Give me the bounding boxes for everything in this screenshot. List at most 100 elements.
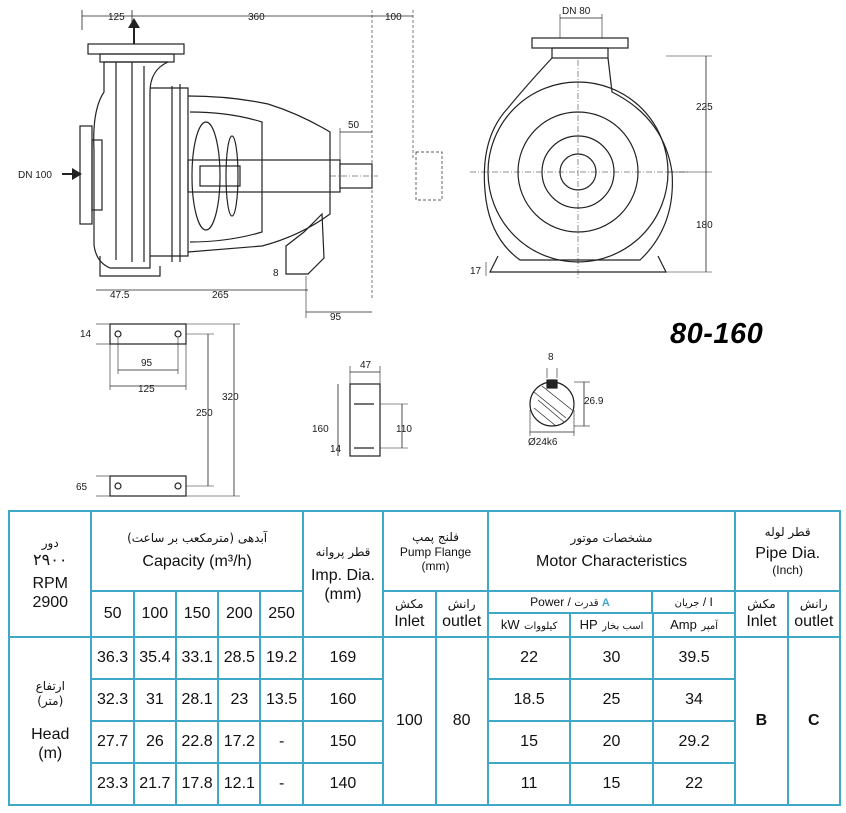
amp-value: 22	[651, 762, 737, 806]
dim-dn100: DN 100	[18, 170, 52, 181]
dim-26-9: 26.9	[584, 396, 604, 407]
hp-value: 25	[569, 678, 654, 722]
pipe-unit: (Inch)	[772, 563, 803, 577]
head-value: 17.2	[217, 720, 262, 764]
speed-fa-num: ۲۹۰۰	[33, 552, 68, 569]
head-value: 28.1	[174, 678, 220, 722]
flange-inlet-header: مکش Inlet	[382, 590, 437, 638]
dim-47-5: 47.5	[110, 290, 130, 301]
head-en: Head	[31, 726, 70, 743]
shaft-section	[529, 368, 590, 436]
flange-en: Pump Flange	[399, 544, 472, 559]
head-value: 23.3	[90, 762, 135, 806]
flange-detail	[337, 366, 408, 457]
flange-header: فلنج پمپ Pump Flange (mm)	[382, 510, 489, 592]
pipe-inlet-value: B	[734, 636, 789, 806]
head-value: -	[259, 762, 304, 806]
motor-header: مشخصات موتور Motor Characteristics	[486, 510, 737, 592]
speed-cell: دور ۲۹۰۰ RPM 2900	[7, 510, 93, 638]
rpm-value: 2900	[32, 594, 69, 611]
head-value: 36.3	[90, 636, 135, 680]
current-fa: جریان	[674, 598, 700, 609]
dim-47: 47	[360, 360, 372, 371]
kw-value: 22	[486, 636, 572, 680]
pipe-inlet-fa: مکش	[747, 597, 776, 611]
motor-fa: مشخصات موتور	[570, 531, 653, 545]
dim-125b: 125	[138, 384, 155, 395]
dim-dn80: DN 80	[562, 6, 591, 17]
imp-en: Imp. Dia.	[310, 566, 375, 584]
hp-en: HP	[579, 617, 598, 632]
head-fa-unit: (متر)	[37, 694, 64, 708]
hp-value: 20	[569, 720, 654, 764]
capacity-col-50: 50	[90, 590, 135, 638]
head-value: 35.4	[132, 636, 177, 680]
dim-250: 250	[196, 408, 213, 419]
capacity-col-250: 250	[259, 590, 304, 638]
dim-8-shaft: 8	[548, 352, 554, 363]
head-value: 19.2	[259, 636, 304, 680]
head-value: 31	[132, 678, 177, 722]
kw-value: 15	[486, 720, 572, 764]
power-sep: /	[567, 595, 571, 609]
capacity-fa: آبدهی (مترمکعب بر ساعت)	[127, 531, 268, 545]
pipe-outlet-header: رانش outlet	[786, 590, 842, 638]
imp-value: 140	[301, 762, 385, 806]
dim-24k6: Ø24k6	[528, 437, 558, 448]
kw-fa: کیلووات	[524, 621, 558, 632]
dim-100: 100	[385, 12, 402, 23]
head-value: -	[259, 720, 304, 764]
head-value: 22.8	[174, 720, 220, 764]
dim-360: 360	[248, 12, 265, 23]
pipe-en: Pipe Dia.	[755, 545, 821, 562]
head-label-cell: ارتفاع (متر) Head (m)	[7, 636, 93, 806]
flange-inlet-value: 100	[382, 636, 437, 806]
imp-value: 160	[301, 678, 385, 722]
head-value: 13.5	[259, 678, 304, 722]
pipe-fa: قطر لوله	[764, 525, 811, 539]
head-value: 26	[132, 720, 177, 764]
base-plate-view	[96, 323, 240, 497]
dim-95: 95	[330, 312, 342, 323]
head-value: 33.1	[174, 636, 220, 680]
spec-table: دور ۲۹۰۰ RPM 2900 آبدهی (مترمکعب بر ساعت…	[7, 510, 842, 806]
kw-en: kW	[500, 617, 520, 632]
pipe-outlet-en: outlet	[794, 613, 834, 630]
motor-en: Motor Characteristics	[535, 553, 688, 570]
imp-fa: قطر پروانه	[315, 544, 371, 559]
capacity-col-100: 100	[132, 590, 177, 638]
kw-value: 18.5	[486, 678, 572, 722]
flange-outlet-header: رانش outlet	[434, 590, 489, 638]
dim-160: 160	[312, 424, 329, 435]
head-value: 17.8	[174, 762, 220, 806]
dim-50: 50	[348, 120, 360, 131]
current-en: I	[709, 595, 713, 609]
flange-fa: فلنج پمپ	[412, 529, 459, 544]
side-view	[62, 10, 443, 318]
speed-fa: دور	[41, 536, 59, 550]
dim-14b: 14	[330, 444, 342, 455]
amp-value: 39.5	[651, 636, 737, 680]
head-value: 28.5	[217, 636, 262, 680]
capacity-col-200: 200	[217, 590, 262, 638]
amp-value: 29.2	[651, 720, 737, 764]
head-value: 12.1	[217, 762, 262, 806]
amp-value: 34	[651, 678, 737, 722]
flange-inlet-fa: مکش	[395, 597, 424, 611]
amp-fa: آمپر	[701, 621, 718, 632]
dim-125: 125	[108, 12, 125, 23]
flange-outlet-value: 80	[434, 636, 489, 806]
dim-8: 8	[273, 268, 279, 279]
current-sep: /	[702, 595, 707, 609]
head-value: 21.7	[132, 762, 177, 806]
head-value: 23	[217, 678, 262, 722]
pump-technical-drawing: 125 360 100 DN 100 50 8 47.5 265 95 DN 8…	[18, 6, 713, 497]
rpm-label: RPM	[32, 575, 69, 592]
dim-65: 65	[76, 482, 88, 493]
hp-value: 15	[569, 762, 654, 806]
flange-inlet-en: Inlet	[394, 613, 425, 630]
dim-320: 320	[222, 392, 239, 403]
flange-outlet-fa: رانش	[447, 597, 476, 611]
dim-17: 17	[470, 266, 482, 277]
imp-value: 169	[301, 636, 385, 680]
